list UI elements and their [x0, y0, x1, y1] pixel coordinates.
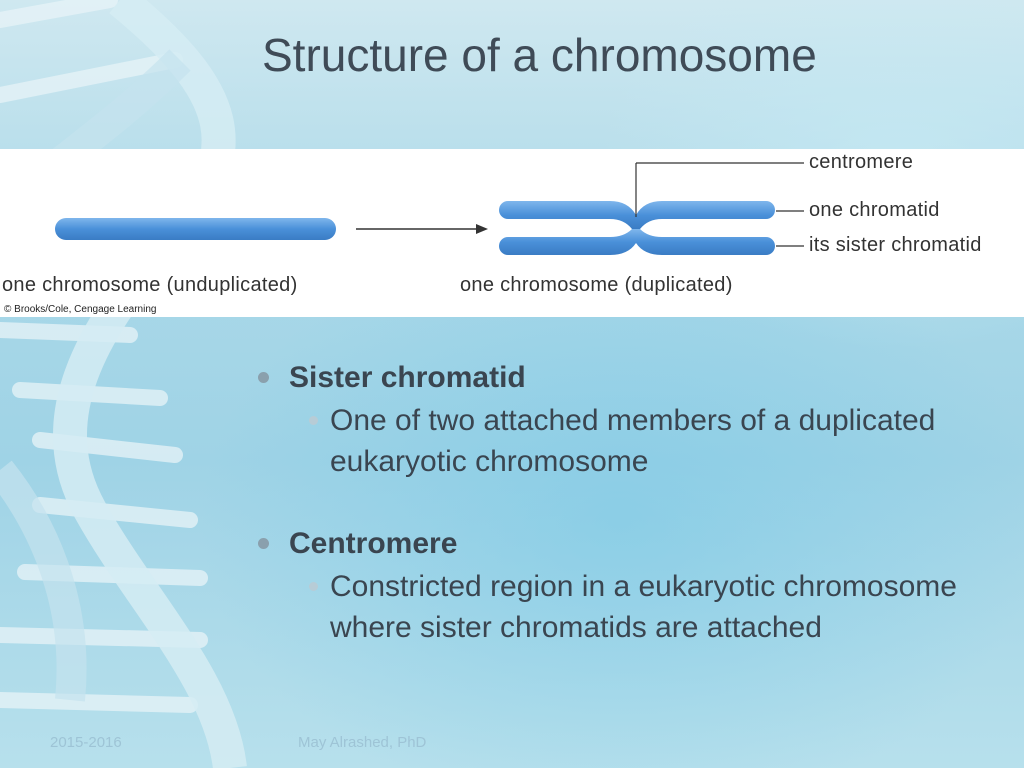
sub-bullet-dot-icon: [309, 582, 318, 591]
sub-bullet-dot-icon: [309, 416, 318, 425]
sub-bullet-text: One of two attached members of a duplica…: [330, 404, 936, 478]
chromatid-top: [499, 201, 775, 229]
bullet-centromere: Centromere: [258, 526, 998, 562]
footer-author: May Alrashed, PhD: [298, 734, 427, 751]
copyright-credit: © Brooks/Cole, Cengage Learning: [4, 304, 157, 315]
sub-bullet-centromere: Constricted region in a eukaryotic chrom…: [258, 566, 998, 648]
arrow-head: [476, 224, 488, 234]
bullet-list: Sister chromatid One of two attached mem…: [258, 360, 998, 648]
label-sister-chromatid: its sister chromatid: [809, 234, 982, 256]
chromosome-figure: centromere one chromatid its sister chro…: [0, 149, 1024, 317]
chromatid-bottom: [499, 229, 775, 255]
label-one-chromatid: one chromatid: [809, 199, 940, 221]
unduplicated-chromosome: [55, 218, 336, 240]
label-unduplicated: one chromosome (unduplicated): [2, 274, 298, 296]
label-centromere: centromere: [809, 151, 914, 173]
slide-title: Structure of a chromosome: [262, 29, 817, 81]
label-duplicated: one chromosome (duplicated): [460, 274, 733, 296]
bullet-dot-icon: [258, 372, 269, 383]
footer-date: 2015-2016: [50, 734, 122, 751]
chromosome-diagram: [55, 162, 804, 255]
bullet-heading: Sister chromatid: [289, 361, 526, 394]
bullet-heading: Centromere: [289, 527, 458, 560]
sub-bullet-text: Constricted region in a eukaryotic chrom…: [330, 570, 957, 644]
sub-bullet-sister-chromatid: One of two attached members of a duplica…: [258, 400, 998, 482]
bullet-dot-icon: [258, 538, 269, 549]
bullet-sister-chromatid: Sister chromatid: [258, 360, 998, 396]
